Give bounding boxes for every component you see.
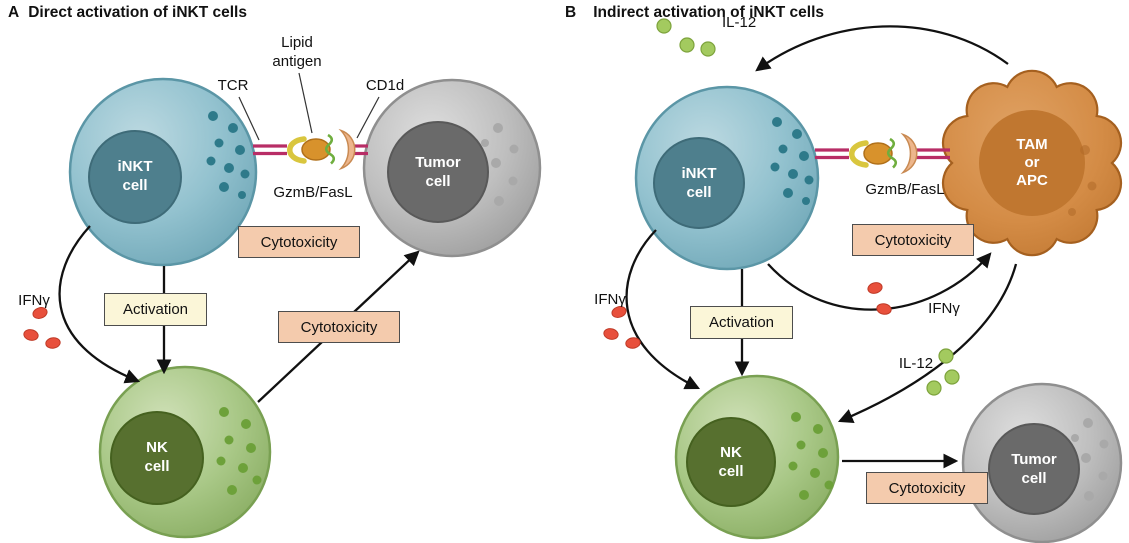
il12-arrow-b-bottom [837,263,1018,423]
cytotoxicity-box-a-bottom: Cytotoxicity [278,311,400,343]
lipid-antigen-icon [301,138,331,161]
tumor-nucleus-a [387,121,489,223]
inkt-nucleus-b [653,137,745,229]
il12-label-bottom: IL-12 [898,355,934,372]
inkt-cell-b [634,85,820,271]
activation-box-b: Activation [690,306,793,339]
il12-label-top: IL-12 [722,14,757,31]
nk-nucleus-a [110,411,204,505]
tumor-granules-b [1071,418,1109,501]
nk-cell-a [98,365,272,539]
tumor-cell-b [961,382,1123,543]
tumor-cell-a [362,78,542,258]
il12-dots-bottom [926,348,960,396]
ifng-label-a: IFNγ [18,292,50,309]
cd1d-label: CD1d [365,77,405,94]
nk-cell-b [674,374,840,540]
inkt-granules-a [206,111,250,199]
tumor-granules-a [481,123,519,206]
gzmb-fasl-label-b: GzmB/FasL [865,181,945,198]
cytotoxicity-box-a-top: Cytotoxicity [238,226,360,258]
il12-arrow-b-top [755,25,1009,72]
tcr-label: TCR [217,77,249,94]
ifng-dots-b-left [603,306,641,349]
synapse-right-lines-b [914,148,950,160]
inkt-nucleus-a [88,130,182,224]
immune-synapse-a [253,128,356,171]
label-pointer-lines [238,72,380,141]
inkt-granules-b [770,117,814,205]
il12-dots-top [656,18,716,57]
immune-synapse-b [815,135,917,173]
tam-nucleus [979,110,1085,216]
cytotoxicity-box-b-top: Cytotoxicity [852,224,974,256]
gzmb-fasl-label-a: GzmB/FasL [273,184,353,201]
lipid-antigen-label: Lipid antigen [272,34,322,70]
nk-granules-a [216,407,262,495]
cd1d-icon [338,128,356,171]
ifng-label-b-right: IFNγ [928,300,960,317]
glycolipid-chain-icon [324,133,336,165]
ifng-arrow-b-left [625,229,701,390]
cd1d-pointer-line [356,96,380,139]
ifng-dots-b-right [867,282,892,315]
panel-b-letter: B [565,4,577,21]
cytotoxicity-box-b-bottom: Cytotoxicity [866,472,988,504]
panel-a-letter: A [8,4,20,21]
nk-granules-b [788,412,834,500]
nk-nucleus-b [686,417,776,507]
tam-apc-cell [941,69,1123,257]
tam-granules [1068,145,1097,216]
ifng-label-b-left: IFNγ [594,291,626,308]
lipid-pointer-line [298,72,313,134]
tcr-icon [287,136,307,164]
tcr-pointer-line [238,96,260,141]
ifng-arrow-a [58,225,141,384]
activation-box-a: Activation [104,293,207,326]
ifng-dots-a [23,307,61,349]
inkt-cell-a [68,77,258,267]
tumor-nucleus-b [988,423,1080,515]
